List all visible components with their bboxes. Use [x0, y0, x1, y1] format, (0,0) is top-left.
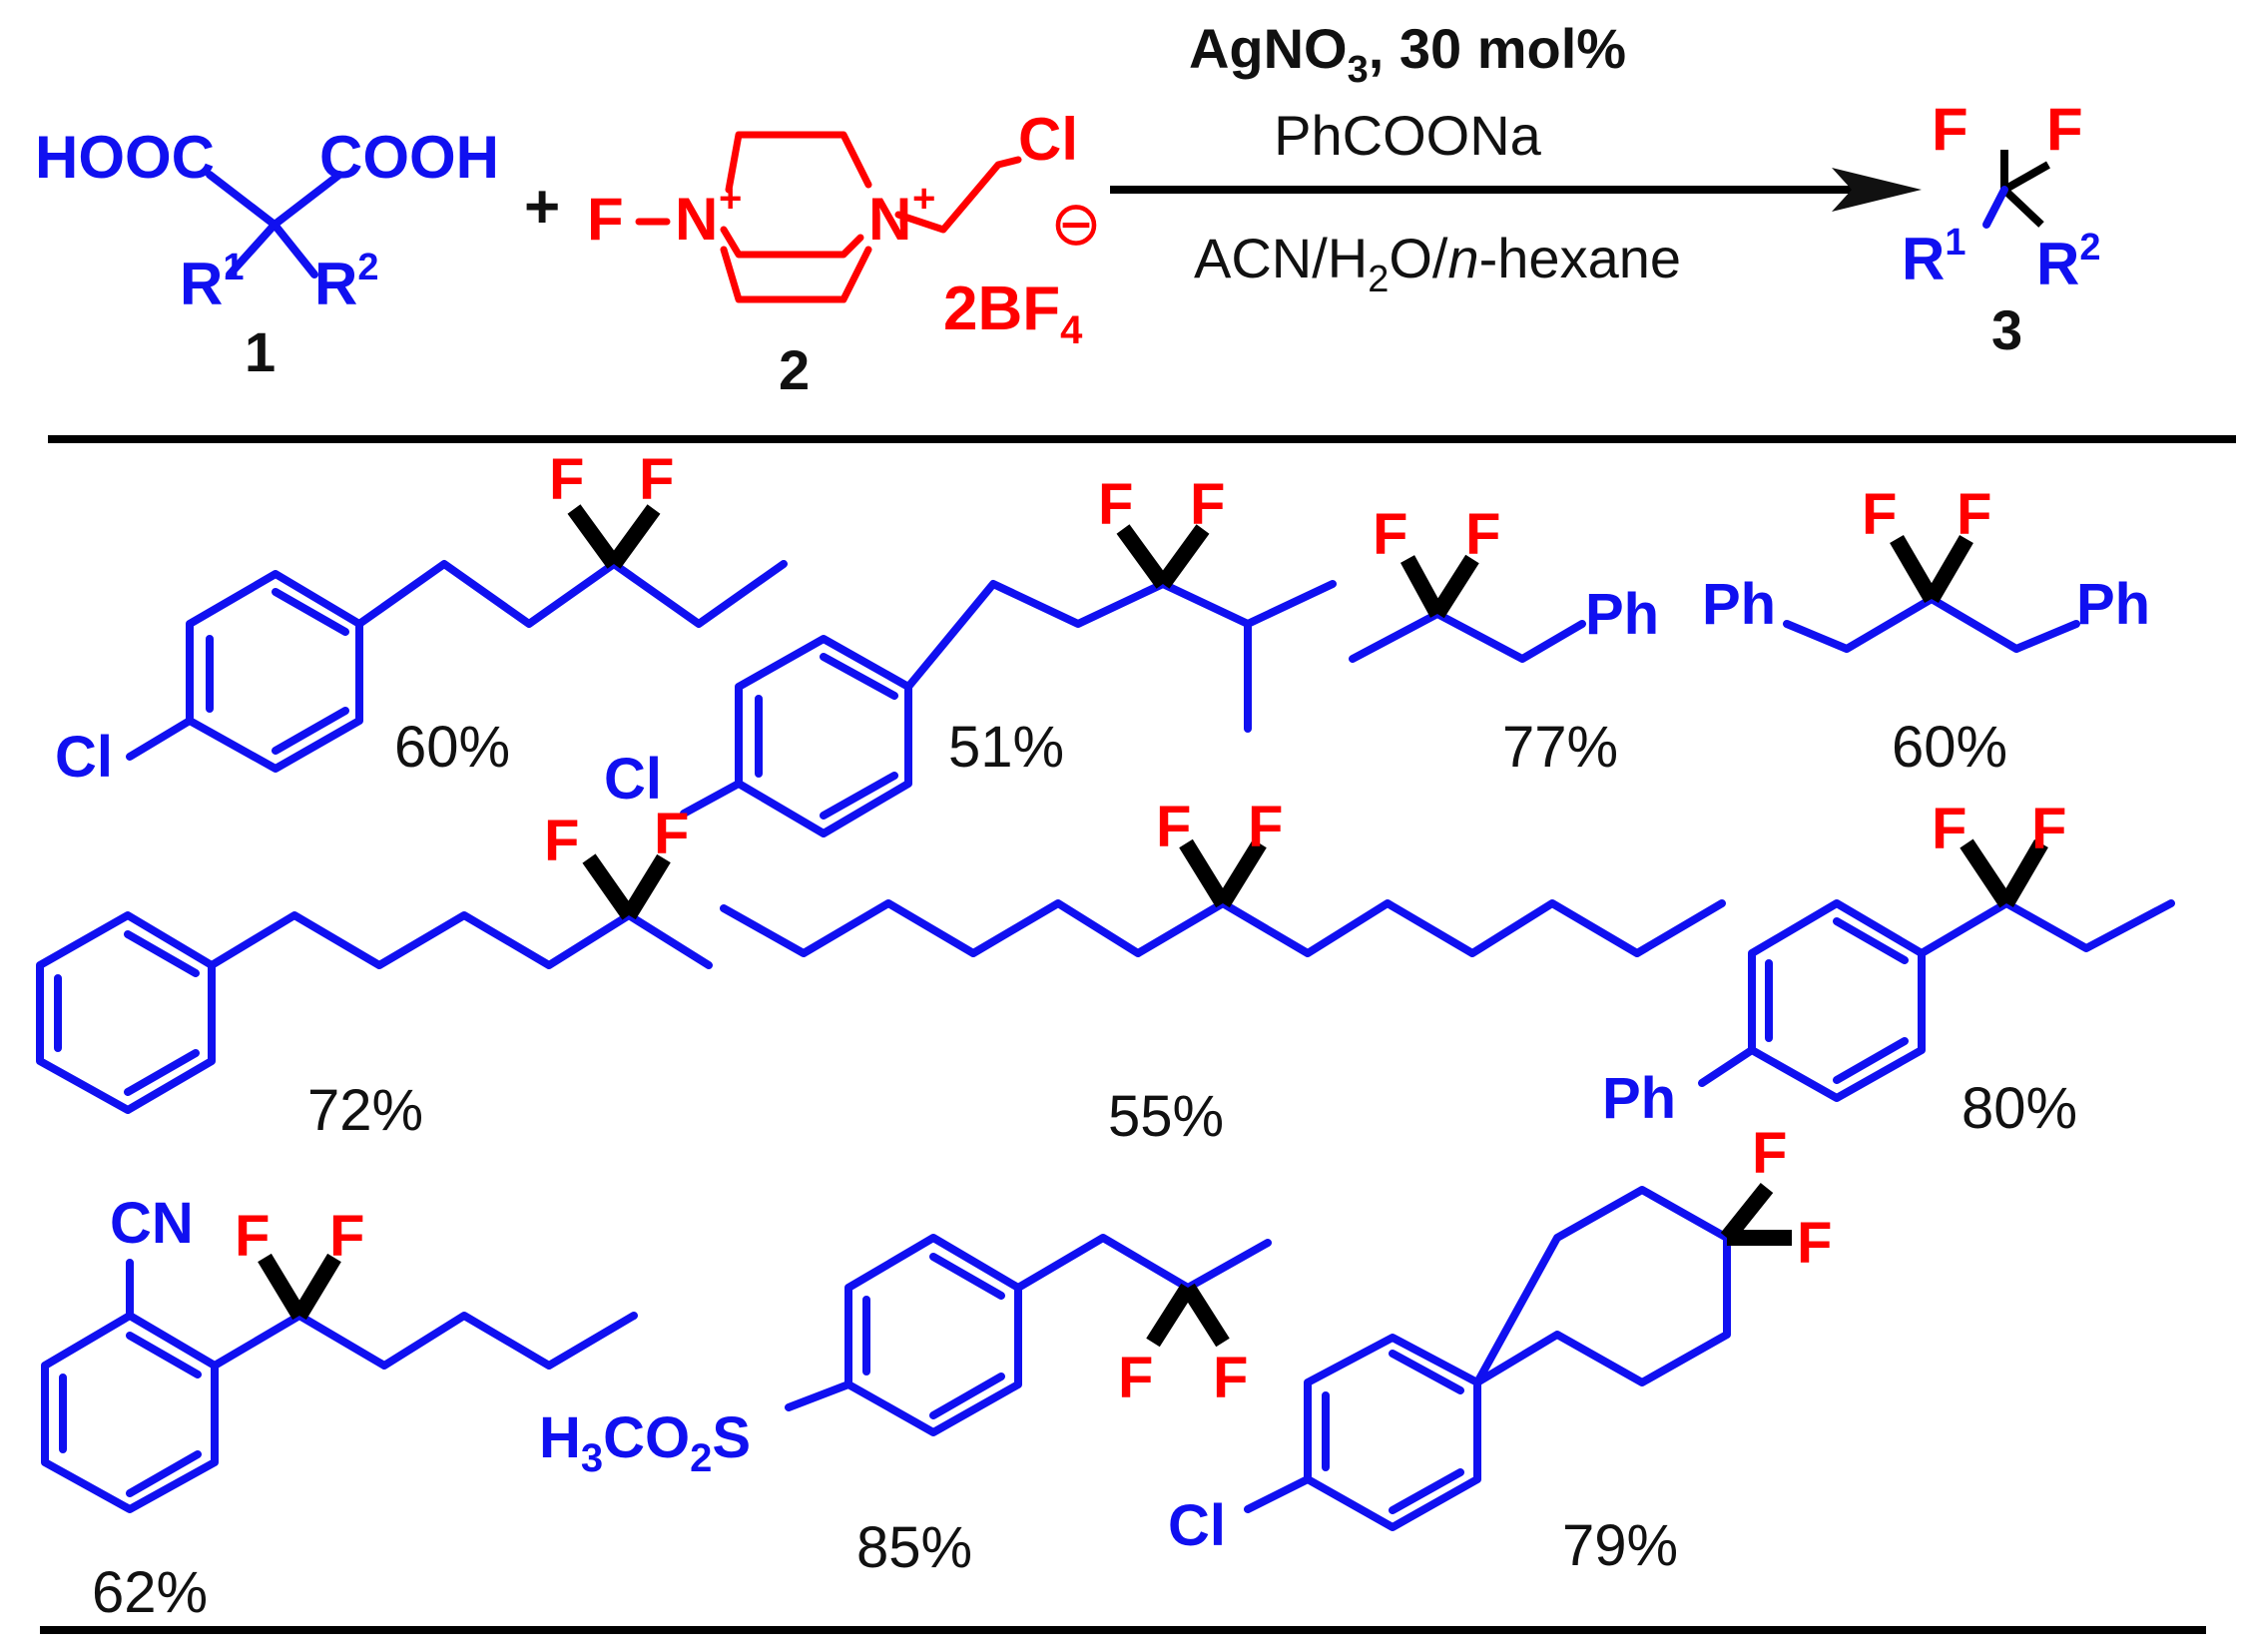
- product-label: 3: [1991, 298, 2022, 361]
- compound-8-f2: F: [329, 1204, 364, 1269]
- condition-catalyst: AgNO3, 30 mol%: [1189, 17, 1626, 91]
- compound-2-f2: F: [1190, 472, 1225, 537]
- compound-3-yield: 77%: [1502, 715, 1618, 780]
- compound-4-yield: 60%: [1892, 715, 2007, 780]
- compound-5-f2: F: [654, 802, 689, 866]
- compound-9-f1: F: [1118, 1346, 1153, 1410]
- reactant-1-r2: R2: [314, 247, 378, 317]
- compound-6-f2: F: [1248, 795, 1283, 859]
- compound-10-yield: 79%: [1562, 1513, 1678, 1578]
- reactant-2-selectfluor: F N + N + Cl ⊖ 2BF4 2: [587, 106, 1102, 401]
- compound-10-f2: F: [1797, 1211, 1832, 1276]
- compound-9-sulfonyl: H3CO2S: [539, 1405, 751, 1480]
- product-f-1: F: [1932, 96, 1968, 163]
- condition-base: PhCOONa: [1274, 104, 1541, 167]
- compound-3-ph: Ph: [1585, 582, 1659, 647]
- compound-4-f2: F: [1957, 482, 1991, 547]
- compound-7-yield: 80%: [1962, 1076, 2077, 1141]
- plus-sign: +: [524, 173, 560, 242]
- compound-9: H3CO2S F F 85%: [539, 1234, 1272, 1580]
- reactant-1: HOOC COOH R1 R2 1: [35, 124, 499, 383]
- reactant-2-nitrogen-2: N: [868, 186, 911, 253]
- compound-8: CN F F 62%: [41, 1191, 638, 1625]
- compound-1-f1: F: [549, 447, 584, 512]
- compound-8-yield: 62%: [92, 1560, 208, 1625]
- compound-5-f1: F: [544, 809, 579, 873]
- reactant-2-label: 2: [779, 338, 810, 401]
- compound-10-cl: Cl: [1168, 1493, 1226, 1558]
- reaction-arrow: [1110, 168, 1922, 212]
- condition-solvent: ACN/H2O/n-hexane: [1194, 227, 1681, 300]
- compound-8-cn: CN: [110, 1191, 194, 1256]
- compound-6-yield: 55%: [1108, 1084, 1224, 1149]
- compound-2-yield: 51%: [948, 715, 1064, 780]
- compound-9-yield: 85%: [856, 1515, 972, 1580]
- anion-charge-icon: ⊖: [1050, 190, 1102, 259]
- compound-3-f2: F: [1465, 502, 1500, 567]
- compound-9-f2: F: [1213, 1346, 1248, 1410]
- reactant-2-chlorine: Cl: [1018, 106, 1078, 173]
- product-f-2: F: [2046, 96, 2083, 163]
- compound-7-f1: F: [1932, 797, 1966, 861]
- compound-7-f2: F: [2031, 797, 2066, 861]
- compound-5-yield: 72%: [307, 1078, 423, 1143]
- compound-10-f1: F: [1752, 1121, 1787, 1186]
- compound-10: Cl F F 79%: [1168, 1121, 1832, 1578]
- reactant-2-charge-1: +: [719, 177, 742, 221]
- compound-2-f1: F: [1098, 472, 1133, 537]
- compound-5: F F 72%: [36, 802, 713, 1143]
- product-r2: R2: [2036, 227, 2100, 297]
- reactant-2-fluorine: F: [587, 186, 624, 253]
- compound-4-f1: F: [1862, 482, 1897, 547]
- reactant-1-r1: R1: [180, 247, 244, 317]
- reactant-1-cooh: COOH: [319, 124, 499, 191]
- product-r1: R1: [1902, 222, 1965, 292]
- compound-1-f2: F: [639, 447, 674, 512]
- compound-2-cl: Cl: [604, 747, 662, 812]
- reactant-2-nitrogen-1: N: [675, 186, 718, 253]
- compound-7-ph: Ph: [1602, 1066, 1676, 1131]
- compound-8-f1: F: [235, 1204, 270, 1269]
- reactant-2-counterion: 2BF4: [943, 275, 1083, 352]
- reactant-1-label: 1: [245, 320, 276, 383]
- reactant-2-charge-2: +: [912, 177, 935, 221]
- compound-1: Cl F F 60%: [55, 447, 788, 790]
- compound-1-cl: Cl: [55, 725, 113, 790]
- compound-6-f1: F: [1156, 795, 1191, 859]
- compound-3-f1: F: [1373, 502, 1407, 567]
- compound-7: Ph F F 80%: [1602, 797, 2175, 1141]
- compound-1-yield: 60%: [394, 715, 510, 780]
- compound-4-ph1: Ph: [1702, 572, 1776, 637]
- reactant-1-hooc: HOOC: [35, 124, 215, 191]
- compound-4-ph2: Ph: [2076, 572, 2150, 637]
- product-3: F F R1 R2 3: [1902, 96, 2100, 361]
- compound-3: F F Ph 77%: [1349, 502, 1659, 780]
- compound-4: Ph Ph F F 60%: [1702, 482, 2150, 780]
- compound-2: Cl F F 51%: [604, 472, 1337, 837]
- compound-6: F F 55%: [720, 795, 1726, 1149]
